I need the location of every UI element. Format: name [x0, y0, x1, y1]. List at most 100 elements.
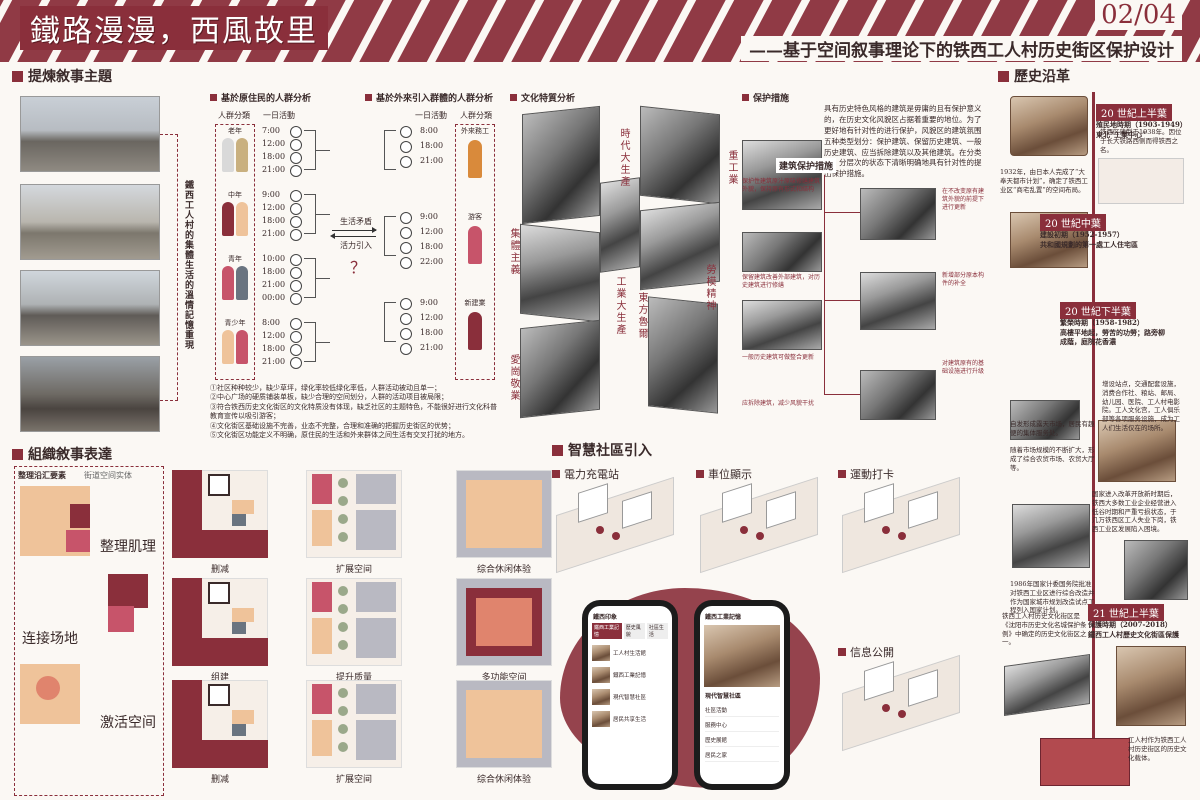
- bracket-line: [304, 322, 316, 362]
- plan-block: [232, 500, 254, 514]
- sub-head-culture: 文化特質分析: [510, 91, 575, 104]
- tree-dot: [338, 532, 348, 542]
- activity-icon: [290, 165, 302, 177]
- culture-word: 勞模精神: [704, 264, 715, 312]
- section-history-heading: 歷史沿革: [998, 66, 1070, 86]
- history-photo-train: [1010, 96, 1088, 156]
- plan-caption: 多功能空间: [481, 673, 527, 683]
- plan-block: [232, 514, 246, 526]
- section-theme-label: 提煉敘事主題: [28, 69, 112, 85]
- phone-list-item[interactable]: 社區活動: [705, 706, 779, 717]
- activity-icon: [400, 242, 412, 254]
- iso-block-model: [842, 476, 960, 574]
- time-label: 12:00: [262, 139, 286, 148]
- plan-block: [476, 598, 532, 646]
- time-label: 21:00: [420, 343, 444, 352]
- phone-list-item[interactable]: 居民共享生活: [592, 711, 668, 727]
- history-text: 铁西区建制于1938年。因位于长大铁路西侧而得铁西之名。: [1100, 128, 1182, 154]
- smart-item-label: 信息公開: [850, 646, 894, 659]
- phone-tab[interactable]: 歷史風貌: [623, 623, 645, 639]
- phone-list-item[interactable]: 服務中心: [705, 721, 779, 732]
- protect-connector: [824, 175, 825, 395]
- time-label: 12:00: [420, 227, 444, 236]
- protect-label: 建筑保护措施: [776, 158, 837, 173]
- page-number: 02/04: [1095, 0, 1182, 30]
- activity-icon: [400, 298, 412, 310]
- tree-dot: [338, 688, 348, 698]
- photo-square-dancing: [20, 96, 160, 172]
- phone-tab[interactable]: 鐵西工業記憶: [592, 623, 622, 639]
- person-figure: [222, 330, 234, 364]
- protect-photo-1: [742, 140, 822, 210]
- era-subtitle: 鐵西工人村歷史文化街區保護: [1088, 630, 1179, 639]
- arrow-right: [332, 230, 376, 231]
- era-title: 殖民地時期（1903-1949）: [1096, 120, 1187, 129]
- activity-icon: [400, 212, 412, 224]
- phone-list-item[interactable]: 現代智慧社區: [592, 689, 668, 705]
- square-icon: [838, 648, 846, 656]
- activity-icon: [400, 126, 412, 138]
- culture-photo-worker: [520, 223, 600, 323]
- protect-photo-3: [742, 300, 822, 350]
- plan-block: [312, 474, 332, 504]
- phone-2-poster: [704, 625, 780, 687]
- protect-note: 保护性建筑原汁原味修缮建筑外貌，保持原有形式和结构: [742, 178, 821, 194]
- history-photo-bus: [1010, 400, 1080, 440]
- phone-list-item[interactable]: 居民之家: [705, 751, 779, 762]
- organize-label: 连接场地: [22, 631, 78, 647]
- time-label: 22:00: [420, 257, 444, 266]
- organize-frame: [14, 466, 164, 796]
- phone-1-title: 鐵西印象: [593, 614, 618, 621]
- tree-dot: [898, 710, 906, 718]
- tree-dot: [740, 526, 748, 534]
- col-group2-label: 人群分類: [460, 111, 492, 120]
- phone-list-item[interactable]: 鐵西工業記憶: [592, 667, 668, 683]
- col-group-label: 人群分類: [218, 111, 250, 120]
- tree-dot: [338, 496, 348, 506]
- activity-icon: [290, 203, 302, 215]
- activity-icon: [290, 344, 302, 356]
- culture-word: 時代大生產: [618, 128, 629, 188]
- legend-label: 整理沿汇要素: [18, 470, 66, 480]
- protect-photo-6: [860, 370, 936, 420]
- time-label: 21:00: [262, 165, 286, 174]
- plan-block: [232, 710, 254, 724]
- phone-tab[interactable]: 社區生活: [646, 623, 668, 639]
- note-line: ④文化街区基础设施不完善，业态不完整，合理和准确的把握历史街区的优势；: [210, 421, 455, 430]
- note-line: ⑤文化街区功能定义不明确，原住民的生活和外来群体之间生活有交叉打扰的地方。: [210, 431, 469, 440]
- texture-block: [108, 606, 134, 632]
- culture-word: 工業大生產: [614, 276, 625, 336]
- history-map: [1098, 158, 1184, 204]
- texture-block: [66, 530, 90, 552]
- time-label: 21:00: [262, 280, 286, 289]
- activity-icon: [400, 328, 412, 340]
- note-line: ①社区种种较少，缺少草坪，绿化率较低绿化率低，人群活动被动且单一；: [210, 384, 441, 392]
- culture-photo-building: [522, 105, 600, 225]
- group-label: 老年: [228, 127, 242, 135]
- arrowhead: [372, 227, 377, 233]
- group-label: 游客: [468, 213, 482, 221]
- person-figure: [236, 138, 248, 172]
- smart-item-label: 車位顯示: [708, 468, 752, 481]
- phone-list-item[interactable]: 工人村生活館: [592, 645, 668, 661]
- arrow-left: [332, 236, 376, 237]
- time-label: 8:00: [262, 318, 280, 327]
- time-label: 18:00: [420, 242, 444, 251]
- col-day2-label: 一日活動: [415, 111, 447, 120]
- activity-icon: [290, 293, 302, 305]
- plan-block: [476, 700, 532, 748]
- era-title: 保護時期（2007-2018）: [1088, 620, 1172, 629]
- time-label: 18:00: [262, 344, 286, 353]
- phone-list-item[interactable]: 歷史展館: [705, 736, 779, 747]
- texture-block: [108, 574, 148, 608]
- plan-block: [172, 470, 202, 558]
- history-text: 增设站点，交通配套设施，消费合作社、粮站、邮局、幼儿园、医院、工人村电影院。工人…: [1102, 380, 1180, 432]
- protect-side: 新增部分原本构件的补全: [942, 272, 985, 288]
- tree-dot: [338, 514, 348, 524]
- plan-block: [356, 474, 396, 504]
- era-title: 繁榮時期（1958-1982）: [1060, 318, 1144, 327]
- section-smart-heading: 智慧社區引入: [552, 440, 652, 460]
- note-line: ②中心广场的硬质铺装单板，缺少合理的空间划分，人群的活动项目被局限；: [210, 393, 448, 402]
- plan-block: [356, 582, 396, 612]
- arrowhead: [330, 233, 335, 239]
